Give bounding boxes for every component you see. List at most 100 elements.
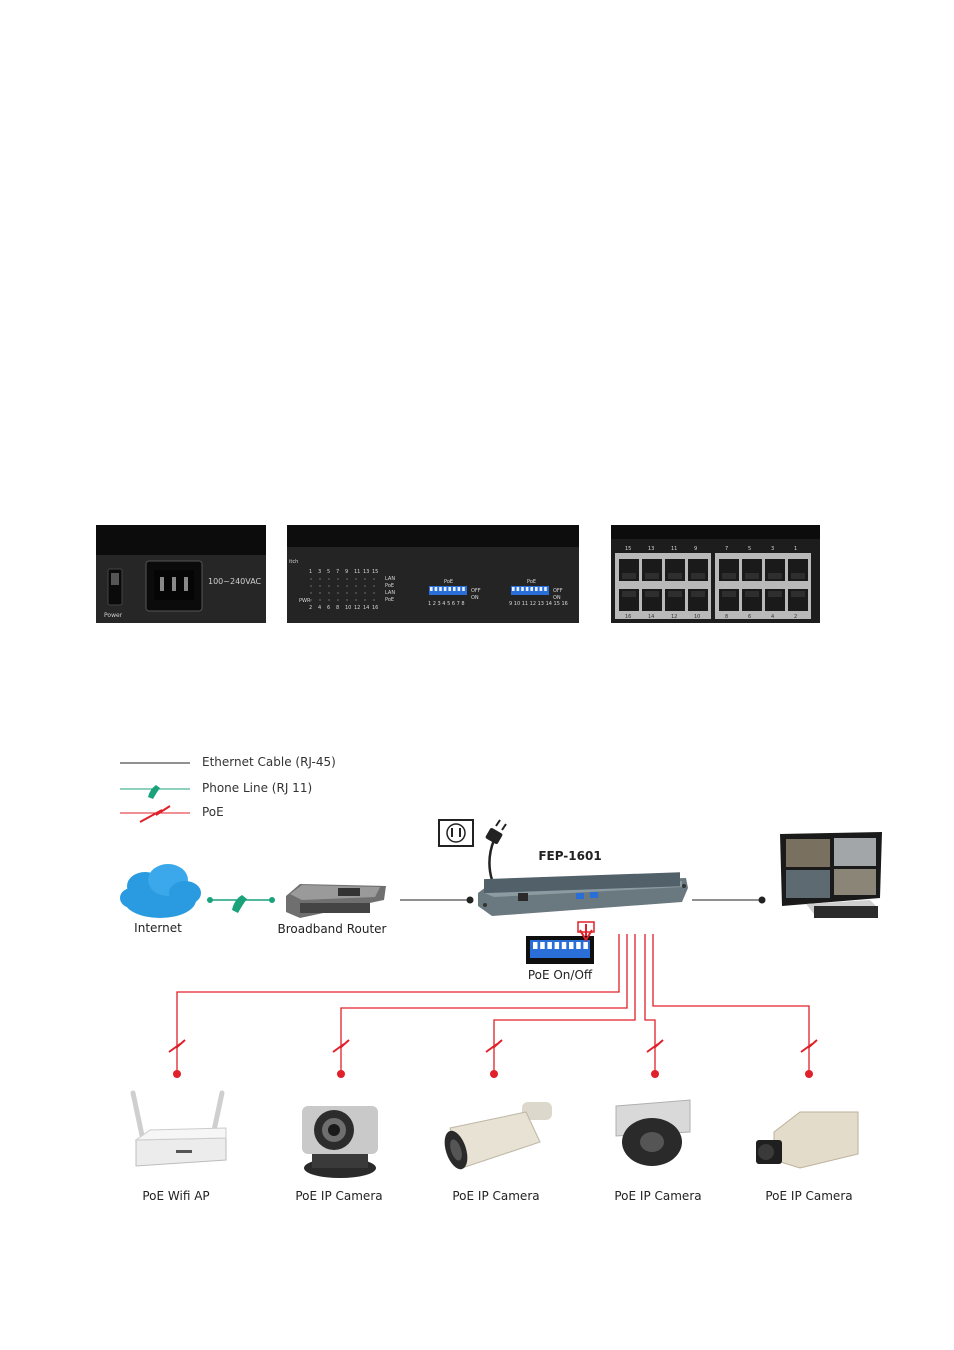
power-switch-label: Power (104, 612, 123, 619)
led-port-number: 13 (363, 569, 369, 575)
led-dot (364, 585, 366, 587)
switch-model-label: FEP-1601 (538, 849, 602, 863)
led-row-label: PoE (385, 583, 394, 589)
poe-endpoint-dot (651, 1070, 659, 1078)
led-dot (364, 578, 366, 580)
led-indicators (310, 578, 375, 601)
led-dot (346, 578, 348, 580)
port-number: 11 (671, 546, 677, 552)
led-dot (373, 578, 375, 580)
led-port-number: 2 (309, 605, 312, 611)
led-dot (355, 599, 357, 601)
dip-key (561, 942, 567, 949)
dip-key (516, 587, 520, 591)
dip-key (448, 587, 451, 591)
dip1-title: PoE (444, 579, 453, 585)
led-dot (373, 585, 375, 587)
led-dot (328, 585, 330, 587)
port-number: 6 (748, 614, 751, 620)
dip-key (540, 942, 545, 949)
led-dot (364, 592, 366, 594)
led-dot (337, 585, 339, 587)
led-dot (328, 578, 330, 580)
device-label-4: PoE IP Camera (614, 1189, 702, 1203)
led-port-number: 8 (336, 605, 339, 611)
led-row-label: LAN (385, 576, 395, 582)
poe-wiring (176, 934, 810, 1074)
surveillance-monitor-icon (780, 832, 882, 906)
dip1-numbers: 1 2 3 4 5 6 7 8 (428, 601, 465, 607)
dip-key (569, 942, 574, 949)
port-number: 12 (671, 614, 677, 620)
internet-label: Internet (134, 921, 182, 935)
led-port-number: 5 (327, 569, 330, 575)
ethernet-link-router-switch (466, 896, 474, 904)
dip-key (583, 942, 588, 949)
poe-endpoint-dot (337, 1070, 345, 1078)
dip1-on: ON (471, 595, 479, 601)
led-dot (310, 592, 312, 594)
led-port-number: 15 (372, 569, 378, 575)
nvr-recorder-icon (806, 900, 878, 918)
power-inlet-illustration: 100~240VAC Power (96, 525, 266, 623)
dip-switch-bank-2 (511, 586, 549, 595)
dip-key (521, 587, 524, 591)
poe-endpoint-dot (173, 1070, 181, 1078)
led-port-number: 16 (372, 605, 378, 611)
led-row-label: PoE (385, 597, 394, 603)
led-dot (355, 585, 357, 587)
broadband-router-icon (286, 884, 386, 918)
internet-cloud-icon (120, 864, 201, 918)
fep-1601-switch-icon (478, 872, 688, 916)
rj45-jacks (619, 559, 808, 611)
led-row-label: LAN (385, 590, 395, 596)
power-outlet-icon (438, 819, 474, 847)
dip-key (535, 587, 538, 591)
port-number: 5 (748, 546, 751, 552)
poe-bolt-icon (332, 1039, 350, 1053)
dip1-off: OFF (471, 588, 481, 594)
dip-key (544, 587, 547, 591)
dip-key (512, 587, 515, 591)
dip-switch-bank-1 (429, 586, 467, 595)
led-dot (319, 585, 321, 587)
dip-key (453, 587, 456, 591)
port-number: 1 (794, 546, 797, 552)
led-dot (373, 592, 375, 594)
port-number: 10 (694, 614, 700, 620)
dip-key (457, 587, 461, 591)
dip2-numbers: 9 10 11 12 13 14 15 16 (509, 601, 568, 607)
poe-bolt-icon (800, 1039, 818, 1053)
box-camera-icon (756, 1111, 859, 1169)
led-dot (355, 592, 357, 594)
port-number: 7 (725, 546, 728, 552)
led-port-number: 9 (345, 569, 348, 575)
dip-key (539, 587, 543, 591)
led-dot (310, 599, 312, 601)
device-label-1: PoE Wifi AP (142, 1189, 210, 1203)
port-number: 14 (648, 614, 654, 620)
poe-dip-switch-icon (526, 921, 595, 964)
poe-bolt-icon (485, 1039, 503, 1053)
led-dot (337, 578, 339, 580)
brand-fragment: itch (289, 559, 298, 565)
led-dot (310, 585, 312, 587)
led-port-number: 11 (354, 569, 360, 575)
poe-bolt-icon (168, 1039, 186, 1053)
led-port-number: 6 (327, 605, 330, 611)
led-port-number: 1 (309, 569, 312, 575)
legend-ethernet-label: Ethernet Cable (RJ-45) (202, 755, 336, 769)
led-port-number: 4 (318, 605, 321, 611)
port-number: 16 (625, 614, 631, 620)
dip2-off: OFF (553, 588, 563, 594)
phone-icon (148, 785, 160, 799)
led-port-number: 12 (354, 605, 360, 611)
led-dot (319, 592, 321, 594)
led-dot (328, 599, 330, 601)
